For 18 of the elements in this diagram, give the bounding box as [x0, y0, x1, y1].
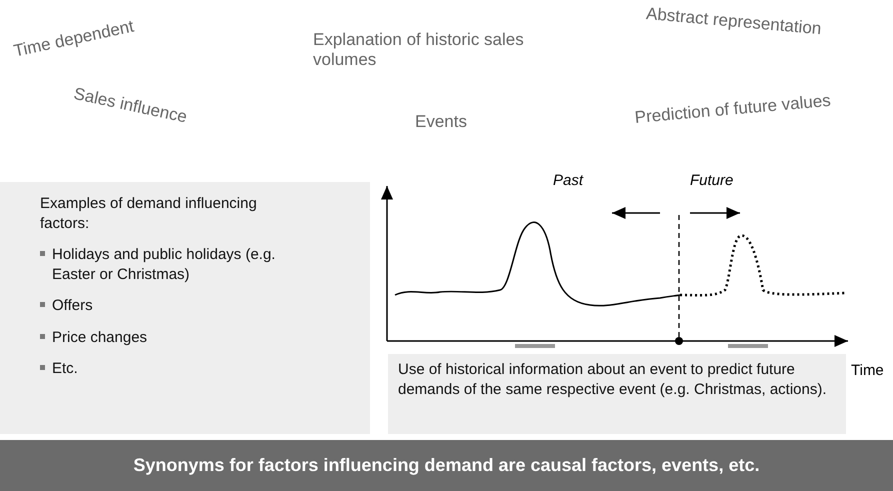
summary-banner — [0, 440, 893, 491]
period-label: Past — [553, 172, 584, 189]
keyword-label: Events — [415, 112, 467, 132]
list-item: Etc. — [52, 359, 79, 378]
list-item: Price changes — [52, 328, 148, 347]
keyword-label: Sales influence — [72, 84, 189, 128]
list-item: Holidays and public holidays (e.g. Easter or Christmas) — [52, 245, 276, 284]
keyword-label: Prediction of future values — [634, 90, 832, 128]
list-item: Offers — [52, 296, 94, 316]
note-text: Use of historical information about an event to predict future demands of the same respective event (e.g. Christmas, actions). — [398, 360, 828, 399]
period-label: Future — [690, 172, 734, 189]
factors-panel — [0, 182, 370, 434]
summary-text: Synonyms for factors influencing demand are causal factors, events, etc. — [133, 454, 760, 477]
axis-label: Time — [851, 362, 884, 379]
keyword-label: Explanation of historic sales volumes — [313, 30, 525, 70]
keyword-label: Abstract representation — [645, 4, 822, 40]
panel-heading: Examples of demand influencing factors: — [40, 194, 258, 233]
keyword-label: Time dependent — [12, 16, 136, 62]
